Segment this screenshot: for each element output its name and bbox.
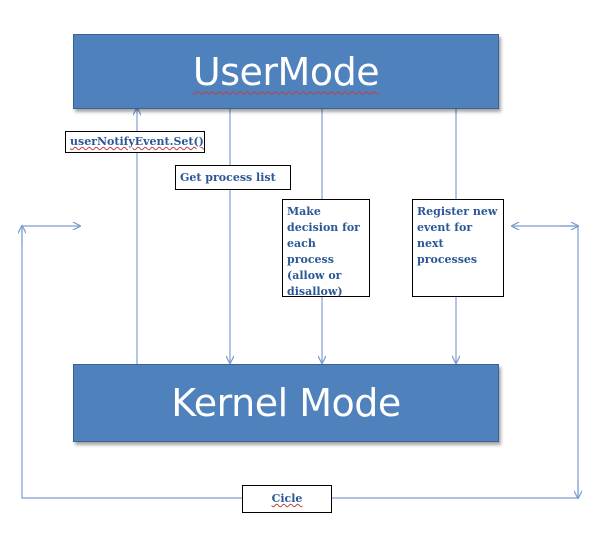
kernel-mode-block: Kernel Mode — [73, 364, 499, 442]
cycle-right-loop — [332, 226, 579, 499]
cicle-label: Cicle — [271, 492, 303, 505]
notify-event-box: userNotifyEvent.Set() — [65, 131, 205, 153]
make-decision-box: Make decision for each process (allow or… — [282, 199, 370, 298]
get-process-list-box: Get process list — [175, 165, 291, 190]
register-event-box: Register new event for next processes — [412, 199, 504, 297]
user-mode-label: UserMode — [192, 49, 380, 94]
user-mode-block: UserMode — [73, 34, 499, 109]
cicle-box: Cicle — [242, 485, 332, 513]
cycle-left-loop — [21, 226, 242, 499]
kernel-mode-label: Kernel Mode — [171, 381, 401, 425]
